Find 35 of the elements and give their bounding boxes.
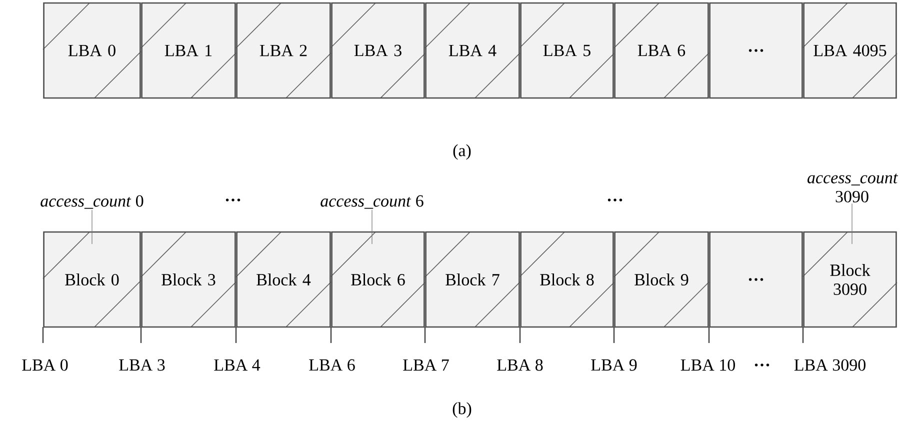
caption: (a) [453,144,471,160]
lba-cell: LBA 5 [520,2,614,99]
block-cell: Block 0 [42,231,142,328]
axis-label: LBA 4 [214,359,260,371]
access-count-label: access_count 3090 [808,174,898,202]
axis-label: LBA 9 [591,359,637,371]
axis-label: LBA 3090 [794,359,866,371]
lba-cell: LBA 3 [330,2,426,99]
axis-label: LBA 0 [22,359,68,371]
axis-label: LBA 10 [680,359,735,371]
ellipsis: … [608,198,622,202]
ellipsis: … [754,364,770,366]
block-cell: Block 3 [140,231,236,328]
block-cell: Block 6 [330,231,426,328]
block-cell: Block 9 [614,231,710,328]
axis-label: LBA 3 [119,359,165,371]
lba-cell: LBA 0 [42,2,142,99]
ellipsis: … [226,198,240,202]
lba-cell: LBA 4095 [802,2,898,99]
lba-cell: LBA 2 [236,2,332,99]
block-cell: Block 4 [236,231,332,328]
access-count-label: access_count 6 [320,195,424,209]
lba-cell: LBA 6 [614,2,710,99]
block-cell: Block 7 [424,231,520,328]
block-cell: Block 3090 [802,231,898,328]
axis-label: LBA 6 [309,359,355,371]
axis-label: LBA 7 [403,359,449,371]
block-cell: … [709,231,803,328]
axis-label: LBA 8 [497,359,543,371]
access-count-label: access_count 0 [40,195,144,209]
block-cell: Block 8 [520,231,614,328]
caption: (b) [452,402,472,418]
lba-cell: LBA 1 [140,2,236,99]
lba-cell: … [709,2,803,99]
lba-cell: LBA 4 [424,2,520,99]
